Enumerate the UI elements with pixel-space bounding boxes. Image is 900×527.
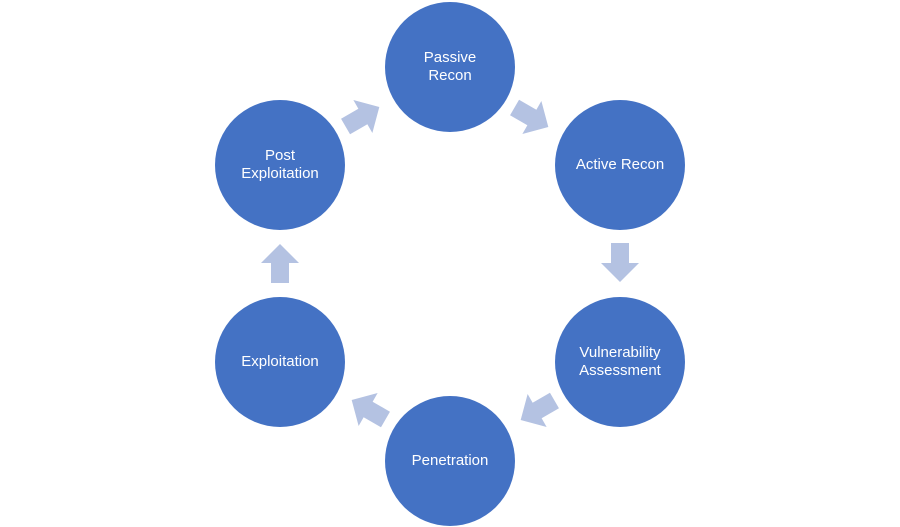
node-passive-recon: Passive Recon	[385, 2, 515, 132]
block-arrow-icon	[510, 99, 549, 134]
node-post-exploitation: Post Exploitation	[215, 100, 345, 230]
block-arrow-icon	[601, 243, 639, 282]
block-arrow-icon	[520, 392, 559, 427]
node-penetration: Penetration	[385, 396, 515, 526]
node-exploitation: Exploitation	[215, 297, 345, 427]
block-arrow-icon	[261, 244, 299, 283]
node-active-recon: Active Recon	[555, 100, 685, 230]
block-arrow-icon	[351, 393, 390, 428]
node-vulnerability-assessment: Vulnerability Assessment	[555, 297, 685, 427]
block-arrow-icon	[341, 100, 380, 135]
